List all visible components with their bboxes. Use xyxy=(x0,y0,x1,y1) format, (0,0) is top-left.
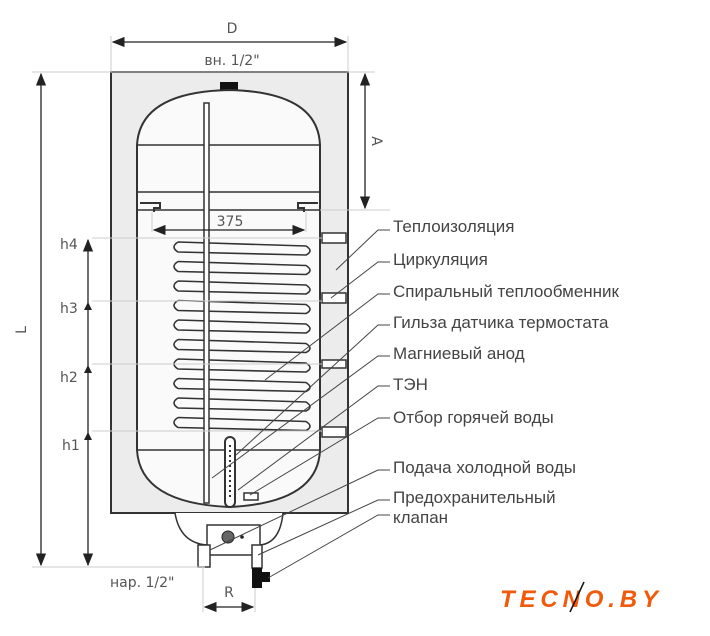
label-375: 375 xyxy=(217,214,244,230)
callout-heating-element: ТЭН xyxy=(393,375,428,394)
label-h3: h3 xyxy=(60,301,78,317)
callout-safety-valve-line2: клапан xyxy=(393,508,448,527)
magnesium-anode xyxy=(203,102,210,504)
label-L: L xyxy=(14,326,30,334)
top-fitting xyxy=(220,82,238,91)
callout-insulation: Теплоизоляция xyxy=(393,217,514,236)
label-R: R xyxy=(224,585,234,601)
coil-turn xyxy=(173,397,311,412)
callout-safety-valve: Предохранительный xyxy=(393,488,556,507)
coil-turn xyxy=(173,241,311,256)
coil-turn xyxy=(173,358,311,373)
callout-magnesium-anode: Магниевый анод xyxy=(393,344,525,363)
callout-hot-water-outlet: Отбор горячей воды xyxy=(393,408,554,427)
callout-thermostat-sleeve: Гильза датчика термостата xyxy=(393,313,609,332)
coil-turn xyxy=(173,260,311,276)
label-D: D xyxy=(227,21,238,37)
safety-valve xyxy=(252,568,270,588)
coil-turn xyxy=(173,299,311,315)
hot-water-outlet-pipe xyxy=(251,544,263,569)
coil-turn xyxy=(173,319,311,334)
label-h1: h1 xyxy=(62,438,80,454)
label-h4: h4 xyxy=(60,237,78,253)
label-h2: h2 xyxy=(60,370,78,386)
label-A: A xyxy=(368,136,384,146)
label-bottom-thread: нар. 1/2" xyxy=(110,575,175,591)
spiral-heat-exchanger xyxy=(173,241,311,432)
coil-turn xyxy=(173,280,311,295)
label-top-thread: вн. 1/2" xyxy=(204,53,259,69)
cold-water-inlet-pipe xyxy=(197,544,211,568)
coil-turn xyxy=(173,338,311,354)
callout-spiral-exchanger: Спиральный теплообменник xyxy=(393,282,620,301)
callout-circulation: Циркуляция xyxy=(393,250,488,269)
callout-cold-water-inlet: Подача холодной воды xyxy=(393,458,576,477)
